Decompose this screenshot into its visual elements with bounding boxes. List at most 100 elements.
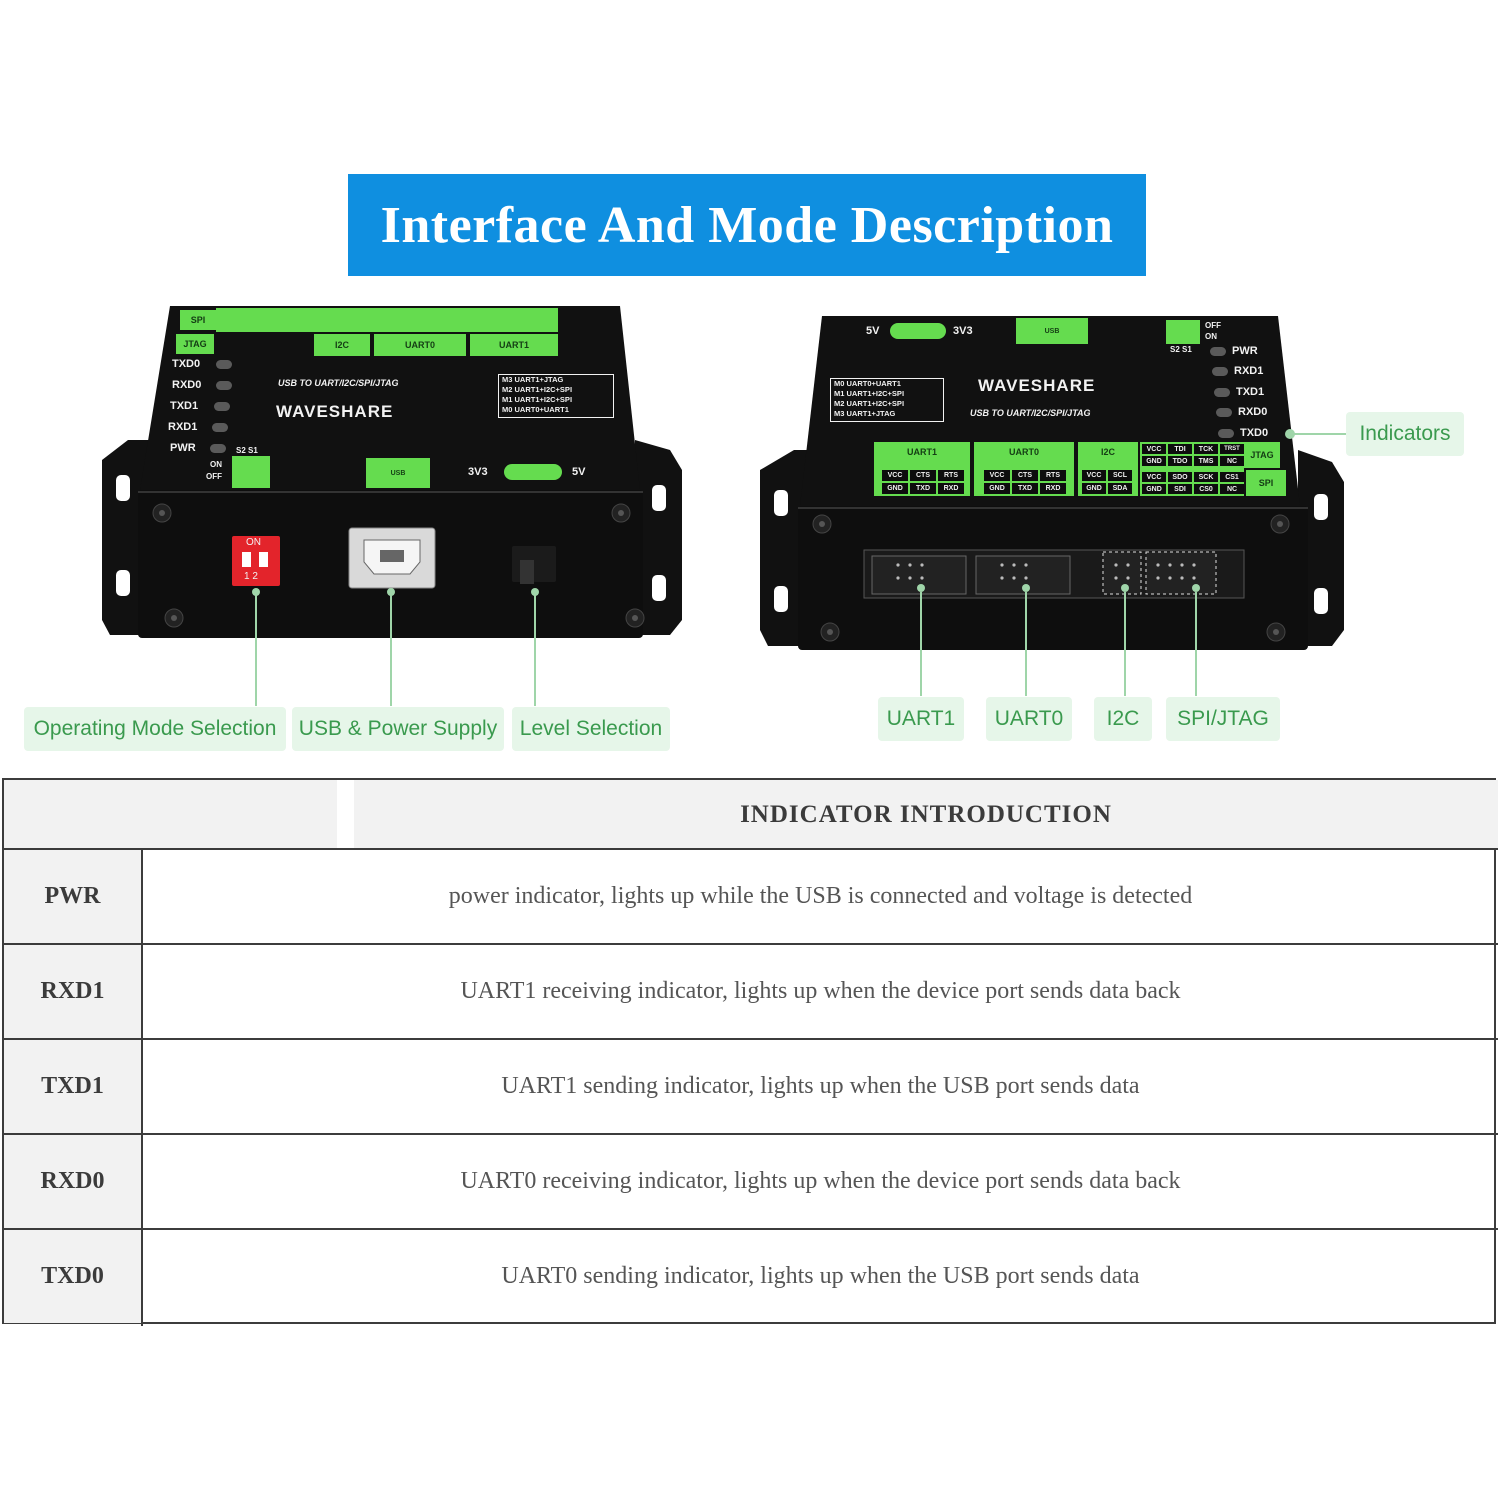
pin-jtag-nc: NC — [1220, 456, 1244, 466]
table-head-blank — [4, 780, 337, 850]
left-device-image — [102, 306, 682, 638]
pin-spi-nc: NC — [1220, 484, 1244, 494]
right-led-rxd1 — [1212, 367, 1228, 376]
pin-spi-sdo: SDO — [1168, 472, 1192, 482]
table-row-key-rxd0: RXD0 — [4, 1135, 141, 1228]
right-brand-logo: WAVESHARE — [978, 376, 1096, 395]
left-panel-uart0: UART0 — [374, 334, 466, 356]
leader-level — [534, 592, 536, 706]
title-banner: Interface And Mode Description — [348, 174, 1146, 276]
leader-usb-power — [390, 592, 392, 706]
callout-level-selection: Level Selection — [512, 707, 670, 751]
pin-i2c-scl: SCL — [1108, 470, 1132, 481]
right-led-pwr — [1210, 347, 1226, 356]
table-row-value-txd0: UART0 sending indicator, lights up when … — [501, 1263, 1140, 1289]
pin-jtag-vcc: VCC — [1142, 444, 1166, 454]
callout-uart1: UART1 — [878, 697, 964, 741]
left-label-3v3: 3V3 — [468, 466, 488, 478]
pin-spi-gnd: GND — [1142, 484, 1166, 494]
left-panel-i2c: I2C — [314, 334, 370, 356]
pin-uart0-rxd: RXD — [1040, 483, 1066, 494]
right-mode-row-1: M1 UART1+I2C+SPI — [834, 389, 905, 398]
pin-spi-cs0: CS0 — [1194, 484, 1218, 494]
right-indicator-pwr: PWR — [1232, 345, 1258, 357]
left-label-5v: 5V — [572, 466, 586, 478]
leader-spi-jtag — [1195, 592, 1197, 696]
left-indicator-pwr: PWR — [170, 442, 196, 454]
pin-jtag-tdo: TDO — [1168, 456, 1192, 466]
right-panel-spi: SPI — [1246, 470, 1286, 496]
left-led-rxd1 — [212, 423, 228, 432]
pin-uart1-txd: TXD — [910, 483, 936, 494]
pin-jtag-tms: TMS — [1194, 456, 1218, 466]
table-divider — [4, 848, 1498, 850]
table-row-value-rxd1: UART1 receiving indicator, lights up whe… — [460, 978, 1181, 1004]
left-switch-s-label: S2 S1 — [236, 446, 258, 455]
left-switch-off-label: OFF — [206, 472, 222, 481]
callout-indicators: Indicators — [1346, 412, 1464, 456]
right-dip-switch-panel — [1166, 320, 1200, 344]
table-row-value-txd1: UART1 sending indicator, lights up when … — [501, 1073, 1140, 1099]
left-dip-switch-panel — [232, 456, 270, 488]
right-label-3v3: 3V3 — [953, 325, 973, 337]
table-head-gap — [337, 780, 354, 850]
table-column-divider — [141, 850, 143, 1326]
callout-spi-jtag: SPI/JTAG — [1166, 697, 1280, 741]
left-dip-on-label: ON — [246, 537, 261, 548]
left-led-pwr — [210, 444, 226, 453]
right-led-txd0 — [1218, 429, 1234, 438]
table-row-key-txd1: TXD1 — [4, 1040, 141, 1133]
page-title: Interface And Mode Description — [380, 196, 1114, 254]
pin-uart0-cts: CTS — [1012, 470, 1038, 481]
table-divider — [4, 943, 1498, 945]
right-usb-label: USB — [1044, 327, 1060, 335]
pin-jtag-tck: TCK — [1194, 444, 1218, 454]
left-led-txd0 — [216, 360, 232, 369]
left-mode-row-1: M1 UART1+I2C+SPI — [502, 395, 573, 404]
pin-uart1-vcc: VCC — [882, 470, 908, 481]
right-panel-jtag: JTAG — [1244, 442, 1280, 468]
left-switch-on-label: ON — [210, 460, 222, 469]
leader-uart0 — [1025, 592, 1027, 696]
pin-spi-cs1: CS1 — [1220, 472, 1244, 482]
table-heading-text: INDICATOR INTRODUCTION — [740, 801, 1112, 828]
pin-uart1-rts: RTS — [938, 470, 964, 481]
left-indicator-rxd0: RXD0 — [172, 379, 202, 391]
left-indicator-txd1: TXD1 — [170, 400, 199, 412]
indicator-table: INDICATOR INTRODUCTION PWR power indicat… — [2, 778, 1498, 1326]
table-heading: INDICATOR INTRODUCTION — [354, 780, 1498, 850]
left-led-txd1 — [214, 402, 230, 411]
left-panel-uart1: UART1 — [470, 334, 558, 356]
right-indicator-txd1: TXD1 — [1236, 386, 1265, 398]
pin-uart1-rxd: RXD — [938, 483, 964, 494]
table-row-key-txd0: TXD0 — [4, 1230, 141, 1323]
table-row-key-rxd1: RXD1 — [4, 945, 141, 1038]
right-mode-row-3: M3 UART1+JTAG — [834, 409, 896, 418]
left-usb-panel: USB — [366, 458, 430, 488]
table-divider — [4, 1228, 1498, 1230]
pin-i2c-sda: SDA — [1108, 483, 1132, 494]
callout-operating-mode: Operating Mode Selection — [24, 707, 286, 751]
right-indicator-rxd0: RXD0 — [1238, 406, 1268, 418]
left-mode-row-0: M0 UART0+UART1 — [502, 405, 569, 414]
leader-i2c — [1124, 592, 1126, 696]
right-mode-row-2: M2 UART1+I2C+SPI — [834, 399, 905, 408]
pin-uart1-gnd: GND — [882, 483, 908, 494]
leader-indicators-dot — [1285, 429, 1295, 439]
left-panel-jtag: JTAG — [176, 334, 214, 354]
pin-uart0-gnd: GND — [984, 483, 1010, 494]
right-switch-on-label: ON — [1205, 332, 1217, 341]
right-led-rxd0 — [1216, 408, 1232, 417]
pin-spi-sdi: SDI — [1168, 484, 1192, 494]
right-indicator-txd0: TXD0 — [1240, 427, 1269, 439]
pin-uart0-txd: TXD — [1012, 483, 1038, 494]
pin-uart0-rts: RTS — [1040, 470, 1066, 481]
pin-jtag-tdi: TDI — [1168, 444, 1192, 454]
left-brand-subtitle: USB TO UART/I2C/SPI/JTAG — [278, 378, 399, 388]
left-dip-numbers: 1 2 — [244, 571, 258, 582]
right-brand-subtitle: USB TO UART/I2C/SPI/JTAG — [970, 408, 1091, 418]
right-label-5v: 5V — [866, 325, 880, 337]
pin-jtag-gnd: GND — [1142, 456, 1166, 466]
right-mode-row-0: M0 UART0+UART1 — [834, 379, 901, 388]
left-led-rxd0 — [216, 381, 232, 390]
